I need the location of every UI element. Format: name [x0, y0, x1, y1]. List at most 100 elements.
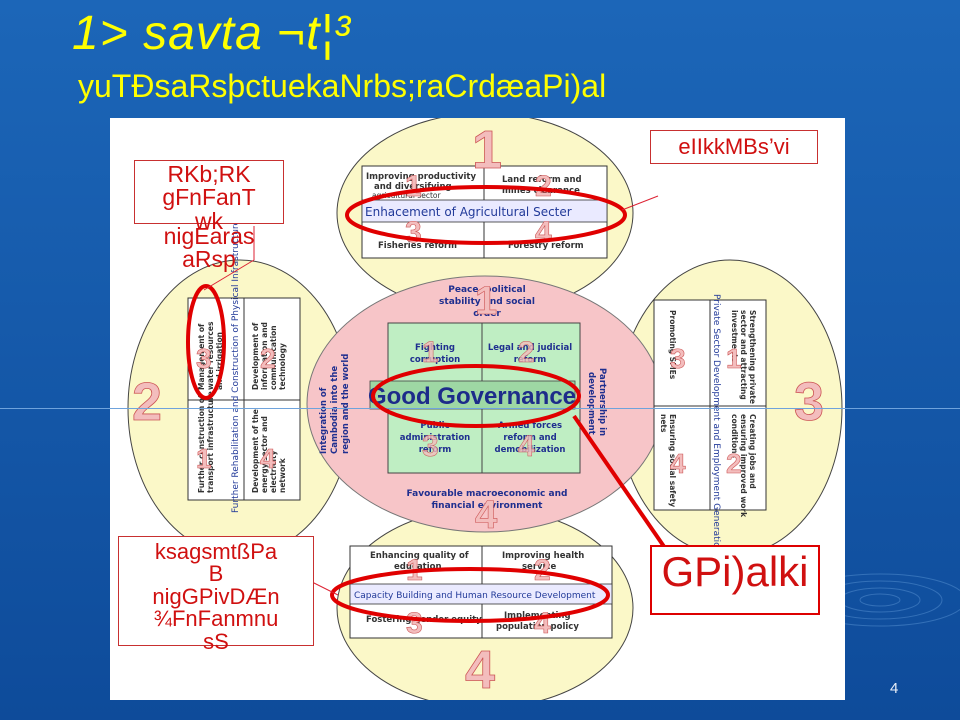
top-cell-1: Improving productivity — [366, 172, 476, 182]
right-banner: Private Sector Development and Employmen… — [711, 294, 721, 553]
callout-bottom-right-line2: c©l¥ — [692, 612, 778, 659]
callout-top-left: RKb;RK gFnFanT wk — [134, 160, 284, 233]
callout-bottom-left: ksagsmtßPa B nigGPivDÆn ¾FnFanmnu sS — [118, 536, 314, 653]
svg-text:sector and attracting: sector and attracting — [739, 310, 748, 400]
center-bottom-text-1: Favourable macroeconomic and — [407, 489, 568, 499]
svg-text:investments: investments — [730, 310, 739, 363]
petal-number-right: 3 — [794, 372, 824, 432]
bottom-cell-2: Improving health — [502, 551, 584, 561]
svg-text:energy sector and: energy sector and — [260, 416, 269, 493]
page-number: 4 — [890, 680, 899, 697]
callout-top-left-overflow: nigEaras aRsp — [163, 223, 255, 273]
center-right-text-1: Partnership in — [597, 368, 607, 436]
core-cell-3: Public — [420, 421, 449, 431]
svg-text:region and the world: region and the world — [341, 354, 351, 454]
right-cell-num-2: 1 — [726, 343, 742, 374]
right-cell-4: Ensuring social safety — [668, 414, 677, 507]
svg-text:ensuring improved work: ensuring improved work — [739, 414, 748, 518]
svg-text:demobilization: demobilization — [495, 445, 566, 455]
callout-top-right-line2: s½yksikmµ — [679, 178, 789, 203]
svg-text:education: education — [394, 562, 442, 572]
right-cell-num-1: 3 — [670, 343, 686, 374]
left-cell-num-4: 4 — [260, 443, 276, 474]
svg-text:service: service — [522, 562, 557, 572]
slide-title: 1> savta ¬t¦³ — [72, 7, 351, 60]
svg-text:and irrigation: and irrigation — [215, 332, 224, 390]
highlight-agriculture — [345, 185, 627, 245]
svg-text:and diversifying: and diversifying — [374, 182, 452, 192]
core-num-2: 2 — [518, 336, 535, 369]
svg-text:water resources: water resources — [206, 321, 215, 390]
highlight-water — [186, 284, 226, 400]
callout-bottom-right-line1: GPi)alki — [661, 548, 809, 595]
highlight-capacity — [330, 567, 610, 623]
core-num-4: 4 — [518, 430, 535, 463]
svg-text:conditions: conditions — [730, 414, 739, 459]
top-cell-num-2: 2 — [535, 170, 552, 203]
svg-text:population policy: population policy — [496, 622, 579, 632]
svg-text:development: development — [586, 372, 596, 435]
svg-text:stability and social: stability and social — [439, 297, 535, 307]
callout-top-right-line1: eIIkkMBs’vi — [678, 134, 790, 159]
callout-bottom-right-box — [650, 545, 820, 615]
left-cell-2: Development of — [251, 322, 260, 390]
svg-text:agricultural sector: agricultural sector — [372, 191, 442, 200]
left-cell-1: Management of — [197, 323, 206, 390]
center-top-text-1: Peace, political — [448, 285, 525, 295]
core-cell-4: Armed forces — [498, 421, 562, 431]
svg-text:communication: communication — [269, 325, 278, 390]
callout-top-right-box — [650, 130, 818, 164]
svg-text:technology: technology — [278, 343, 287, 390]
right-cell-1: Strengthening private — [748, 310, 757, 404]
petal-number-top: 1 — [472, 120, 502, 180]
bottom-cell-num-3: 3 — [406, 607, 423, 640]
svg-text:administration: administration — [400, 433, 470, 443]
core-num-3: 3 — [422, 430, 439, 463]
core-label: Good Governance — [368, 383, 576, 410]
bottom-banner: Capacity Building and Human Resource Dev… — [354, 591, 596, 601]
left-cell-4: Development of the — [251, 409, 260, 493]
left-cell-num-1: 3 — [196, 343, 212, 374]
core-cell-2: Legal and judicial — [488, 343, 572, 353]
top-banner: Enhacement of Agricultural Secter — [365, 205, 572, 219]
right-cell-num-3: 4 — [670, 448, 686, 479]
petal-number-bottom: 4 — [465, 640, 495, 700]
svg-text:reform and: reform and — [503, 433, 556, 443]
svg-text:nets: nets — [659, 414, 668, 433]
svg-text:order: order — [473, 309, 501, 319]
top-cell-num-1: 1 — [405, 170, 422, 203]
right-cell-3: Creating jobs and — [748, 414, 757, 489]
svg-text:network: network — [278, 457, 287, 493]
center-num-bottom: 4 — [475, 493, 498, 537]
top-cell-2: Land reform and — [502, 175, 582, 185]
core-cell-1: Fighting — [415, 343, 455, 353]
svg-text:reform: reform — [514, 355, 547, 365]
right-cell-num-4: 2 — [726, 448, 742, 479]
svg-text:reform: reform — [419, 445, 452, 455]
petal-number-left: 2 — [132, 372, 162, 432]
bottom-cell-num-2: 2 — [534, 554, 551, 587]
left-cell-num-2: 2 — [260, 343, 276, 374]
top-cell-4: Forestry reform — [508, 241, 584, 251]
pointer-line-governance — [572, 414, 667, 550]
left-cell-3: Further construction of — [197, 394, 206, 493]
left-banner: Further Rehabilitation and Construction … — [231, 220, 241, 513]
svg-text:corruption: corruption — [410, 355, 460, 365]
center-num-top: 1 — [475, 279, 497, 323]
rectangular-strategy-diagram: Improving productivity and diversifying … — [110, 118, 845, 700]
bottom-cell-1: Enhancing quality of — [370, 551, 469, 561]
core-num-1: 1 — [422, 336, 439, 369]
left-cell-num-3: 1 — [196, 443, 212, 474]
right-cell-2: Promoting SMEs — [668, 310, 677, 380]
slide-subtitle: yuTÐsaRsþctuekaNrbs;raCrdæaPi)al — [78, 68, 607, 104]
highlight-governance — [371, 364, 581, 428]
svg-text:Cambodia into the: Cambodia into the — [330, 366, 340, 454]
svg-text:financial environment: financial environment — [432, 501, 544, 511]
svg-text:electricity: electricity — [269, 450, 278, 493]
horizontal-rule — [0, 408, 960, 409]
top-cell-3: Fisheries reform — [378, 241, 457, 251]
svg-text:information and: information and — [260, 322, 269, 390]
center-left-text-1: Integration of — [319, 387, 329, 454]
svg-text:transport infrastructure: transport infrastructure — [206, 391, 215, 493]
